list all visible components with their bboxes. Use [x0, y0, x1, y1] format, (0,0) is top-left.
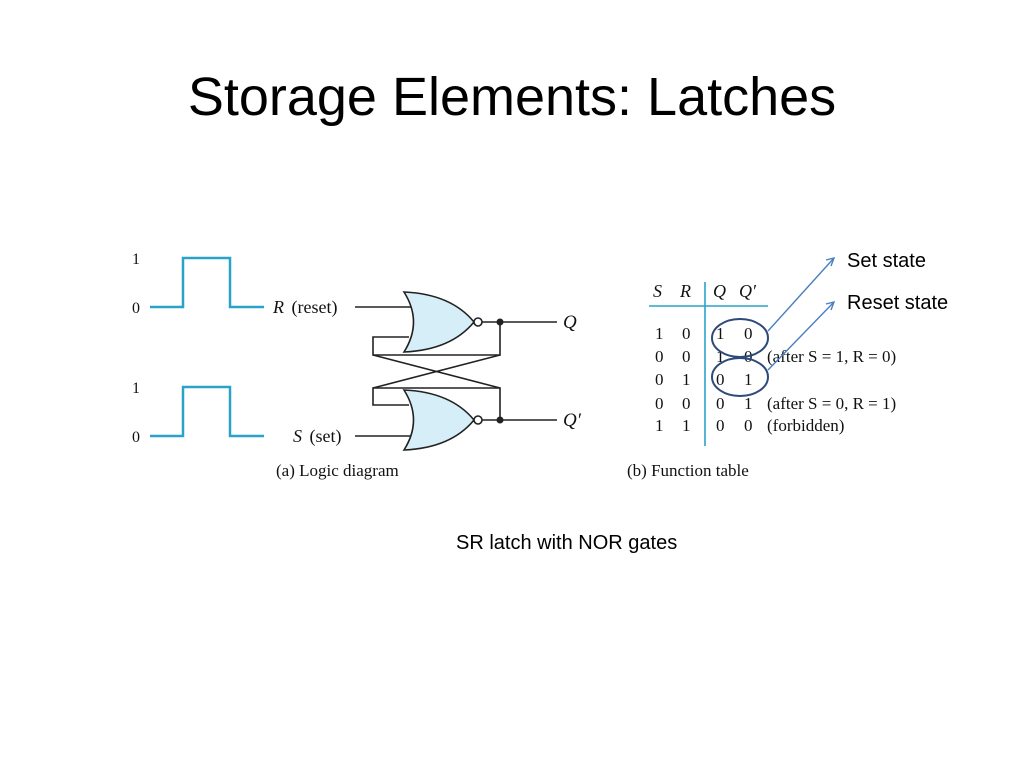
- q-junction-dot: [496, 318, 504, 326]
- cell-q: 0: [716, 416, 725, 435]
- cell-r: 1: [682, 370, 691, 389]
- table-row: 1 0 1 0: [655, 324, 753, 343]
- r-input-label: R (reset): [272, 297, 337, 318]
- set-state-arrow: [767, 257, 835, 332]
- nor-gate-bottom: [402, 389, 483, 451]
- table-row: 0 0 0 1 (after S = 0, R = 1): [655, 394, 896, 413]
- reset-state-arrowhead: [825, 300, 836, 311]
- cell-r: 1: [682, 416, 691, 435]
- r-wave-low-label: 0: [132, 300, 140, 317]
- waveform-labels: 1 0 1 0: [132, 251, 140, 446]
- latch-wires: [355, 306, 557, 437]
- cell-r: 0: [682, 347, 691, 366]
- s-wave-low-label: 0: [132, 429, 140, 446]
- nor-gate-top: [402, 291, 483, 353]
- header-q: Q: [713, 281, 726, 301]
- header-r: R: [679, 281, 691, 301]
- s-input-name: S: [293, 426, 302, 446]
- reset-state-arrow: [767, 301, 835, 371]
- s-input-label: S (set): [293, 426, 341, 447]
- r-waveform: [150, 256, 264, 309]
- cell-q-bar: 0: [744, 416, 753, 435]
- cell-note: (after S = 1, R = 0): [767, 347, 896, 366]
- function-table-rows: 1 0 1 0 0 0 1 0 (after S = 1, R = 0) 0 1…: [655, 324, 896, 435]
- callout-arrows: [767, 256, 836, 371]
- cell-q: 0: [716, 394, 725, 413]
- cell-s: 1: [655, 416, 664, 435]
- table-row: 0 1 0 1: [655, 370, 753, 389]
- reset-state-label: Reset state: [847, 292, 949, 314]
- cell-note: (forbidden): [767, 416, 844, 435]
- r-input-name: R: [272, 297, 284, 317]
- q-output-label: Q: [563, 312, 577, 333]
- s-wave-high-label: 1: [132, 380, 140, 397]
- slide-title: Storage Elements: Latches: [187, 67, 837, 127]
- r-input-desc: (reset): [292, 297, 338, 318]
- q-bar-junction-dot: [496, 416, 504, 424]
- function-table-header: S R Q Q′: [653, 281, 757, 301]
- cell-s: 0: [655, 347, 664, 366]
- header-q-bar: Q′: [739, 281, 757, 301]
- set-state-arrowhead: [825, 256, 836, 267]
- logic-diagram-caption: (a) Logic diagram: [276, 461, 399, 480]
- cell-r: 0: [682, 394, 691, 413]
- cell-s: 0: [655, 370, 664, 389]
- cell-note: (after S = 0, R = 1): [767, 394, 896, 413]
- set-state-label: Set state: [847, 250, 926, 272]
- reset-state-highlight: [711, 357, 769, 397]
- slide-caption: SR latch with NOR gates: [456, 532, 678, 554]
- cell-s: 0: [655, 394, 664, 413]
- cell-q-bar: 0: [744, 324, 753, 343]
- cell-q: 1: [716, 347, 725, 366]
- function-table: S R Q Q′ 1 0 1 0 0 0 1 0 (after S = 1, R…: [627, 281, 896, 480]
- r-wave-high-label: 1: [132, 251, 140, 268]
- cell-q: 1: [716, 324, 725, 343]
- cell-q-bar: 1: [744, 394, 753, 413]
- cell-q: 0: [716, 370, 725, 389]
- q-bar-output-label: Q′: [563, 410, 582, 431]
- header-s: S: [653, 281, 662, 301]
- s-waveform: [150, 385, 264, 438]
- function-table-caption: (b) Function table: [627, 461, 749, 480]
- table-row: 1 1 0 0 (forbidden): [655, 416, 844, 435]
- cell-s: 1: [655, 324, 664, 343]
- cell-q-bar: 1: [744, 370, 753, 389]
- cell-r: 0: [682, 324, 691, 343]
- s-input-desc: (set): [310, 426, 342, 447]
